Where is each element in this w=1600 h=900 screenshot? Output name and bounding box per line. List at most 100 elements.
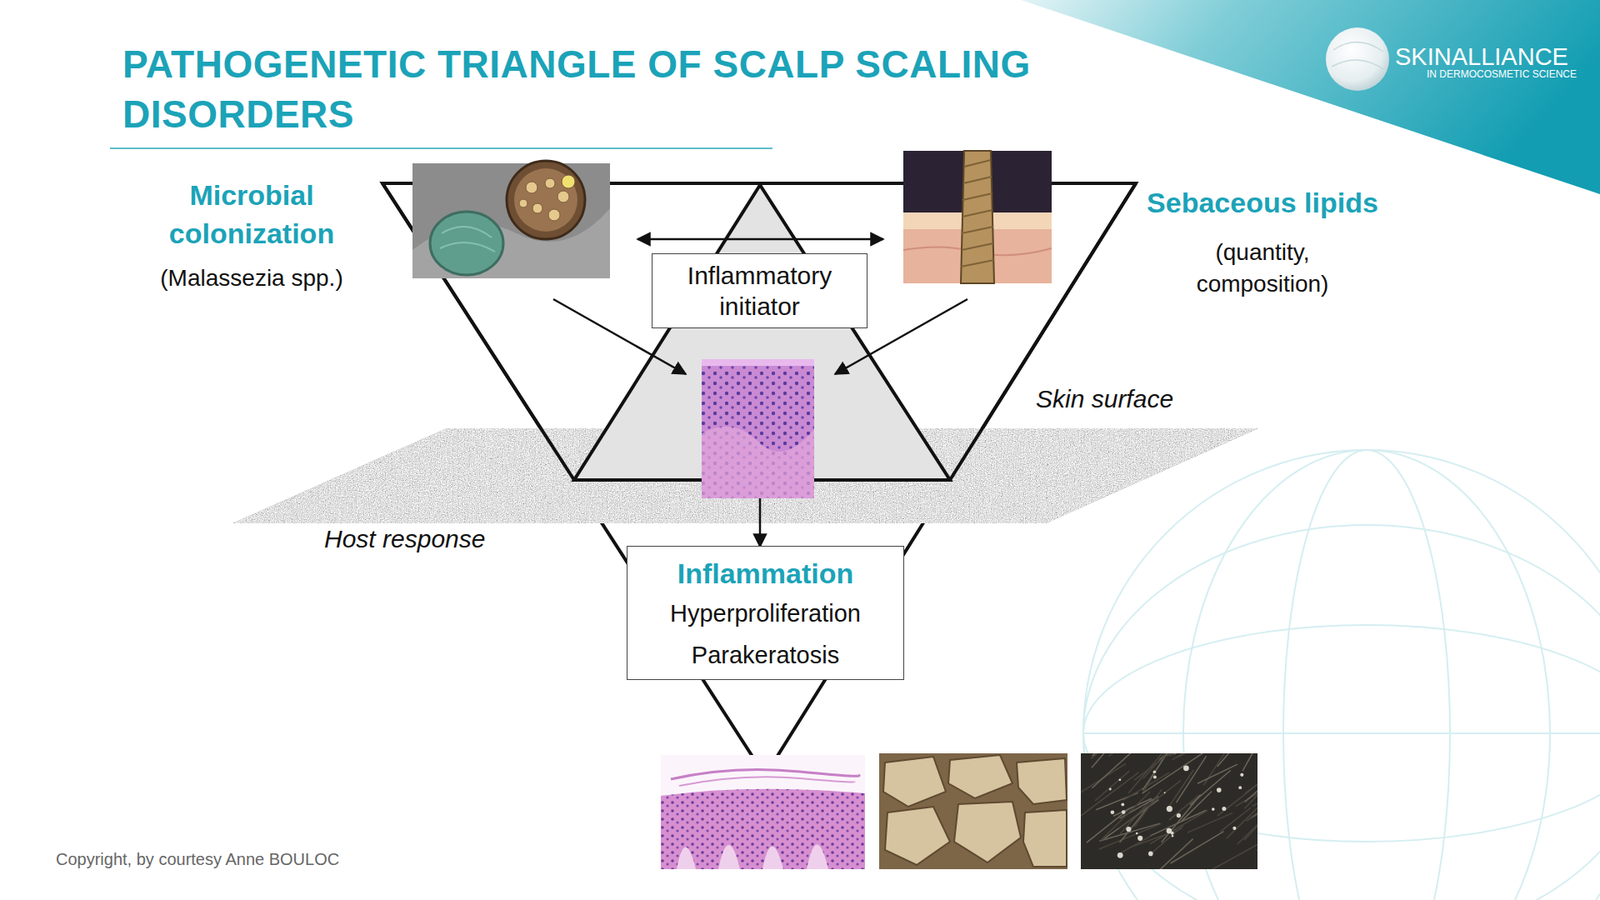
image-frame bbox=[903, 150, 1052, 284]
logo-tagline: IN DERMOCOSMETIC SCIENCE bbox=[1426, 68, 1594, 80]
dermal-papillae bbox=[676, 845, 829, 870]
scalp-image bbox=[1076, 707, 1327, 870]
flake bbox=[1016, 758, 1067, 805]
spore bbox=[525, 181, 538, 194]
hair-strand bbox=[1134, 753, 1181, 780]
hair-strand bbox=[1143, 753, 1181, 780]
logo-mesh bbox=[1331, 41, 1385, 70]
microbe-image bbox=[412, 160, 610, 279]
flakes-image bbox=[879, 753, 1068, 870]
hair-strand bbox=[1080, 763, 1126, 795]
spore bbox=[519, 199, 528, 208]
image-frame bbox=[701, 359, 815, 499]
corner-note: (Malassezia spp.) bbox=[118, 265, 385, 292]
hair-strand bbox=[1245, 768, 1258, 794]
flake bbox=[948, 755, 1013, 799]
dandruff-flake bbox=[1221, 806, 1226, 811]
hair-strand bbox=[1128, 753, 1164, 794]
globe-line bbox=[1283, 450, 1450, 900]
flake bbox=[883, 756, 946, 807]
flakes bbox=[883, 755, 1067, 867]
box-heading: Inflammation bbox=[677, 555, 855, 592]
corner-heading: Microbial colonization bbox=[130, 176, 373, 254]
hair-strand bbox=[1242, 753, 1258, 771]
hair-cuticle bbox=[960, 160, 995, 267]
hair-strand bbox=[1091, 753, 1133, 768]
dandruff-flake bbox=[1148, 851, 1154, 857]
spore bbox=[545, 178, 555, 189]
hair-strand bbox=[1142, 753, 1175, 790]
corner-note: (quantity, composition) bbox=[1166, 236, 1359, 300]
spore bbox=[561, 175, 575, 189]
image-frame bbox=[1080, 753, 1258, 870]
hair-strand bbox=[1170, 831, 1225, 864]
hair-strand bbox=[1237, 796, 1258, 845]
dandruff-flake bbox=[1232, 826, 1236, 830]
dandruff-flake bbox=[1153, 775, 1157, 779]
hair-strand bbox=[1091, 753, 1135, 789]
box-heading: Inflammatory initiator bbox=[652, 260, 867, 323]
hair-shaft bbox=[960, 150, 995, 284]
corner-heading: Sebaceous lipids bbox=[1104, 186, 1421, 220]
dandruff-flake bbox=[1166, 828, 1173, 835]
plane-label: Skin surface bbox=[1035, 385, 1253, 414]
box-text: Hyperproliferation bbox=[670, 598, 861, 630]
spore bbox=[548, 209, 560, 221]
hair-image bbox=[903, 150, 1052, 284]
initiator-box: Inflammatory initiator bbox=[651, 253, 868, 329]
dandruff-flake bbox=[1211, 807, 1215, 811]
dandruff-flake bbox=[1238, 785, 1242, 790]
dandruff-flake bbox=[1153, 770, 1157, 774]
hair-strand bbox=[1210, 842, 1258, 870]
hair-strand bbox=[1226, 802, 1258, 839]
histology-image bbox=[701, 359, 815, 499]
scale-layer bbox=[679, 776, 855, 786]
hair-strand bbox=[1245, 761, 1258, 802]
dandruff-flake bbox=[1110, 810, 1115, 815]
logo-pearl bbox=[1325, 27, 1390, 91]
hair-strand bbox=[1181, 791, 1212, 822]
spore bbox=[557, 190, 570, 203]
spore bbox=[532, 203, 543, 214]
dandruff-flake bbox=[1125, 826, 1131, 832]
dermis-region bbox=[701, 426, 815, 499]
hair-strand bbox=[1197, 764, 1238, 784]
hair-strand bbox=[1160, 839, 1193, 870]
dandruff-flake bbox=[1119, 778, 1122, 781]
flake bbox=[885, 806, 950, 865]
spores bbox=[519, 175, 575, 221]
title-rule bbox=[110, 147, 773, 150]
hair-strand bbox=[1256, 830, 1258, 851]
dandruff-flake bbox=[1109, 788, 1112, 791]
outcome-box: InflammationHyperproliferationParakerato… bbox=[626, 545, 905, 680]
hair-strand bbox=[1217, 779, 1258, 816]
stratum-corneum bbox=[701, 359, 815, 366]
interaction-arrow bbox=[637, 238, 884, 241]
hair-strand bbox=[1150, 825, 1184, 855]
yeast-cell-inner bbox=[514, 168, 578, 232]
dandruff-flake bbox=[1137, 835, 1143, 841]
plane-label: Host response bbox=[324, 525, 541, 554]
hair-strand bbox=[1220, 807, 1252, 832]
hair-strand bbox=[1120, 796, 1160, 819]
dandruff-flake bbox=[1183, 765, 1190, 771]
hair-strand bbox=[1168, 770, 1194, 808]
hair-strand bbox=[1119, 835, 1151, 855]
hair-strand bbox=[1250, 780, 1258, 818]
copyright-note: Copyright, by courtesy Anne BOULOC bbox=[55, 850, 473, 870]
hair-strand bbox=[1095, 770, 1130, 801]
hair-strand bbox=[1080, 772, 1139, 818]
hair-strand bbox=[1178, 753, 1223, 757]
yeast-cell bbox=[430, 211, 504, 275]
hair-strand bbox=[1190, 770, 1231, 805]
dandruff-flake bbox=[1171, 835, 1174, 837]
image-frame bbox=[879, 753, 1068, 870]
dandruff-flake bbox=[1240, 773, 1244, 777]
dandruff-flake bbox=[1135, 832, 1139, 835]
dandruff-flake bbox=[1166, 805, 1173, 812]
hair-strand bbox=[1244, 772, 1258, 810]
dandruff-flake bbox=[1176, 813, 1181, 818]
dandruff-flake bbox=[1164, 791, 1166, 794]
hair-strand bbox=[1173, 753, 1215, 755]
